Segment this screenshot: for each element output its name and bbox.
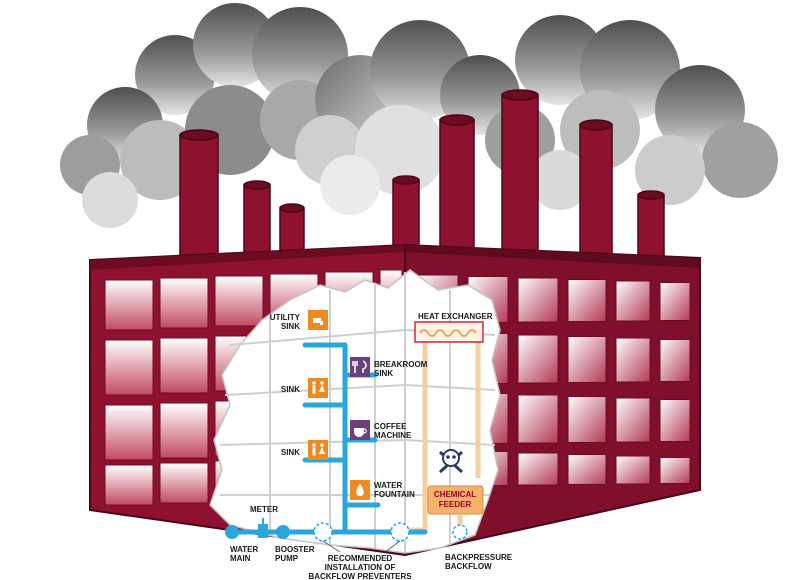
backflow-preventer-2: [390, 522, 410, 542]
water-main-label-line2: MAIN: [230, 554, 251, 563]
window-pane: [104, 404, 154, 461]
coffee-machine-label-line1: COFFEE: [374, 422, 407, 431]
coffee-machine-label-line2: MACHINE: [374, 431, 412, 440]
coffee-machine-icon: [350, 420, 370, 440]
water-fountain-icon: [350, 480, 370, 500]
booster-pump-icon: [276, 525, 290, 539]
window-pane: [615, 337, 651, 383]
chimney-1: [179, 129, 219, 256]
breakroom-sink-label-line2: SINK: [374, 369, 393, 378]
breakroom-sink-icon: [350, 357, 370, 377]
backflow-preventer-1: [313, 522, 333, 542]
chimney-7: [579, 119, 613, 256]
backpressure-label-line2: BACKFLOW: [445, 562, 492, 571]
window-pane: [659, 399, 691, 442]
chimney-6: [501, 89, 539, 256]
chemical-feeder: CHEMICAL FEEDER: [427, 485, 484, 515]
backflow-preventers-label-line2: INSTALLATION OF: [325, 563, 396, 572]
utility-sink-icon: [308, 310, 328, 330]
sink-label-lower: SINK: [281, 448, 300, 457]
window-pane: [104, 339, 154, 396]
water-main-node: [225, 525, 239, 539]
window-pane: [159, 337, 209, 394]
meter-label: METER: [250, 505, 278, 514]
chemical-feeder-label-line2: FEEDER: [439, 500, 472, 509]
window-pane: [567, 336, 607, 383]
window-pane: [517, 334, 559, 384]
fixture-labels: UTILITY SINK BREAKROOM SINK SINK COFFEE …: [270, 313, 428, 499]
window-pane: [567, 454, 607, 485]
water-main-label-line1: WATER: [230, 545, 259, 554]
window-pane: [517, 394, 559, 444]
window-pane: [104, 279, 154, 331]
meter-icon: METER: [250, 505, 278, 538]
window-pane: [659, 457, 691, 484]
booster-pump-label-line2: PUMP: [275, 554, 299, 563]
window-pane: [659, 339, 691, 382]
restroom-sink-icon-upper: [308, 378, 328, 398]
breakroom-sink-label-line1: BREAKROOM: [374, 360, 428, 369]
window-pane: [567, 396, 607, 443]
chemical-feeder-label-line1: CHEMICAL: [434, 490, 476, 499]
chimney-5: [439, 114, 475, 261]
bottom-labels: WATER MAIN BOOSTER PUMP RECOMMENDED INST…: [230, 540, 513, 580]
heat-exchanger: HEAT EXCHANGER: [414, 312, 493, 343]
smoke-cloud-center: [295, 20, 520, 215]
water-fountain-label-line1: WATER: [374, 481, 403, 490]
window-pane: [517, 452, 559, 486]
sink-label-upper: SINK: [281, 385, 300, 394]
window-pane: [567, 279, 607, 322]
window-pane: [517, 277, 559, 323]
backflow-preventers-label-line1: RECOMMENDED: [328, 554, 393, 563]
window-pane: [104, 464, 154, 506]
window-pane: [615, 280, 651, 322]
window-pane: [615, 455, 651, 485]
window-pane: [659, 282, 691, 321]
window-pane: [159, 402, 209, 459]
utility-sink-label-line2: SINK: [281, 322, 300, 331]
skull-crossbones-icon: [438, 449, 464, 474]
backpressure-label-line1: BACKPRESSURE: [445, 553, 513, 562]
heat-exchanger-label: HEAT EXCHANGER: [418, 312, 493, 321]
backflow-preventer-3: [452, 524, 468, 540]
chimneys: [179, 89, 665, 271]
chimney-8: [637, 190, 665, 266]
backflow-preventers-label-line3: BACKFLOW PREVENTERS: [308, 572, 412, 580]
restroom-sink-icon-lower: [308, 440, 328, 460]
utility-sink-label-line1: UTILITY: [270, 313, 301, 322]
booster-pump-label-line1: BOOSTER: [275, 545, 315, 554]
window-pane: [159, 277, 209, 329]
water-fountain-label-line2: FOUNTAIN: [374, 490, 415, 499]
window-pane: [214, 275, 264, 327]
window-pane: [159, 462, 209, 504]
window-pane: [615, 397, 651, 443]
